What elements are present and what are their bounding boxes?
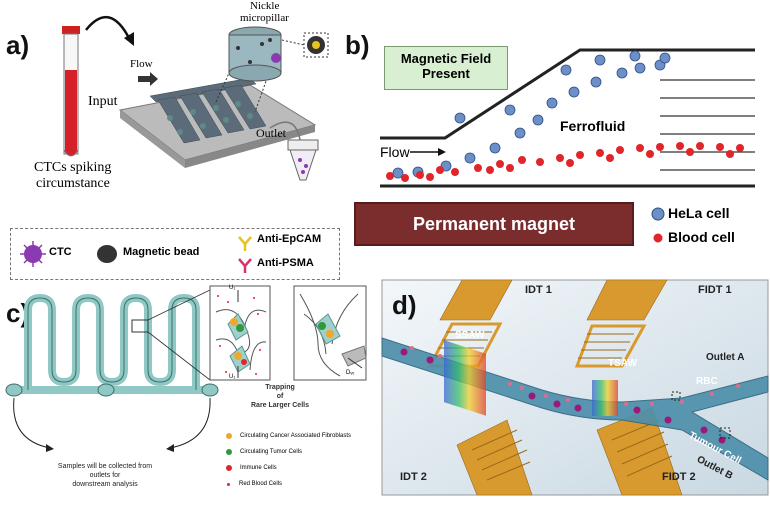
legend-label: Circulating Cancer Associated Fibroblast… [240, 433, 352, 439]
permanent-magnet: Permanent magnet [354, 202, 634, 246]
legend-magnetic-bead: Magnetic bead [123, 246, 200, 258]
samples-line-3: downstream analysis [72, 481, 138, 488]
panel-d-letter: d) [392, 290, 417, 320]
tsaw-label: TSAW [608, 358, 637, 369]
legend-row: Circulating Tumor Cells [226, 444, 351, 460]
caption-line-1: CTCs spiking [34, 160, 112, 175]
u1-label-bottom: U₁ [229, 374, 236, 380]
legend-label: Circulating Tumor Cells [240, 449, 303, 455]
ctc-icon [20, 241, 46, 267]
legend-blood-label: Blood cell [668, 229, 735, 245]
rbc-label: RBC [696, 376, 718, 387]
trapping-line-1: Trapping [265, 384, 295, 391]
samples-line-2: outlets for [89, 472, 121, 479]
legend-row: Red Blood Cells [226, 476, 351, 492]
input-label: Input [88, 94, 118, 109]
tumor-dot-icon [226, 449, 232, 455]
magnetic-field-line-2: Present [422, 66, 470, 81]
ferrofluid-label: Ferrofluid [560, 118, 626, 134]
blood-cells [386, 142, 744, 182]
micropillar-zoom [228, 26, 282, 82]
fibroblast-dot-icon [226, 433, 232, 439]
legend-ctc: CTC [49, 246, 72, 258]
ssaw-label: SSAW [455, 330, 485, 341]
dwv-label: Dᵥᵥ [346, 370, 355, 376]
trapping-line-3: Rare Larger Cells [251, 402, 309, 409]
outlet-a-label: Outlet A [706, 352, 745, 363]
rbc-particles [410, 346, 740, 406]
panel-b-channel [380, 48, 755, 188]
electrodes [427, 279, 683, 496]
panel-d-illustration [381, 279, 769, 496]
samples-line-1: Samples will be collected from [57, 463, 153, 470]
serpentine-chip [5, 289, 219, 452]
magnetic-field-box: Magnetic Field Present [384, 46, 508, 90]
legend-label: Immune Cells [240, 465, 277, 471]
panel-c-legend: Circulating Cancer Associated Fibroblast… [226, 428, 351, 492]
legend-anti-epcam: Anti-EpCAM [257, 233, 322, 245]
tumour-particles [400, 348, 726, 444]
panel-a-legend: CTC Magnetic bead Anti-EpCAM Anti-PSMA [10, 228, 340, 280]
panel-b-legend-icons [651, 207, 665, 243]
panel-c-letter: c) [6, 298, 30, 328]
fidt2-label: FIDT 2 [662, 471, 696, 483]
anti-epcam-icon [238, 236, 252, 251]
magnetic-bead-icon [97, 245, 117, 263]
blood-legend-icon [653, 233, 663, 243]
legend-icons [20, 236, 252, 273]
immune-dot-icon [226, 465, 232, 471]
micropillar-label: micropillar [240, 12, 289, 24]
flow-label: Flow [130, 58, 153, 70]
legend-row: Immune Cells [226, 460, 351, 476]
caption-line-2: circumstance [36, 176, 110, 191]
fidt1-label: FIDT 1 [698, 284, 732, 296]
legend-anti-psma: Anti-PSMA [257, 257, 314, 269]
panel-a-letter: a) [6, 30, 30, 60]
rbc-dot-icon [227, 482, 230, 486]
panel-a-illustration [62, 15, 329, 181]
u1-label-top: U₁ [229, 285, 236, 291]
idt2-label: IDT 2 [400, 471, 427, 483]
legend-label: Red Blood Cells [239, 481, 283, 487]
trapping-line-2: of [276, 393, 284, 400]
nickle-label: Nickle [250, 0, 280, 12]
blood-tube [62, 26, 80, 157]
outlet-tube [269, 121, 319, 181]
legend-hela-label: HeLa cell [668, 205, 730, 221]
legend-row: Circulating Cancer Associated Fibroblast… [226, 428, 351, 444]
anti-psma-icon [238, 258, 252, 273]
idt1-label: IDT 1 [525, 284, 552, 296]
flow-label-b: Flow [380, 144, 410, 160]
panel-b-letter: b) [345, 30, 370, 60]
flow-arrow-curve [85, 15, 132, 41]
hela-cells [392, 50, 671, 179]
flow-small-arrow [138, 72, 158, 86]
magnetic-field-line-1: Magnetic Field [400, 51, 492, 66]
trap-zoom [209, 285, 367, 381]
hela-legend-icon [651, 207, 665, 221]
outlet-label: Outlet [256, 126, 286, 140]
